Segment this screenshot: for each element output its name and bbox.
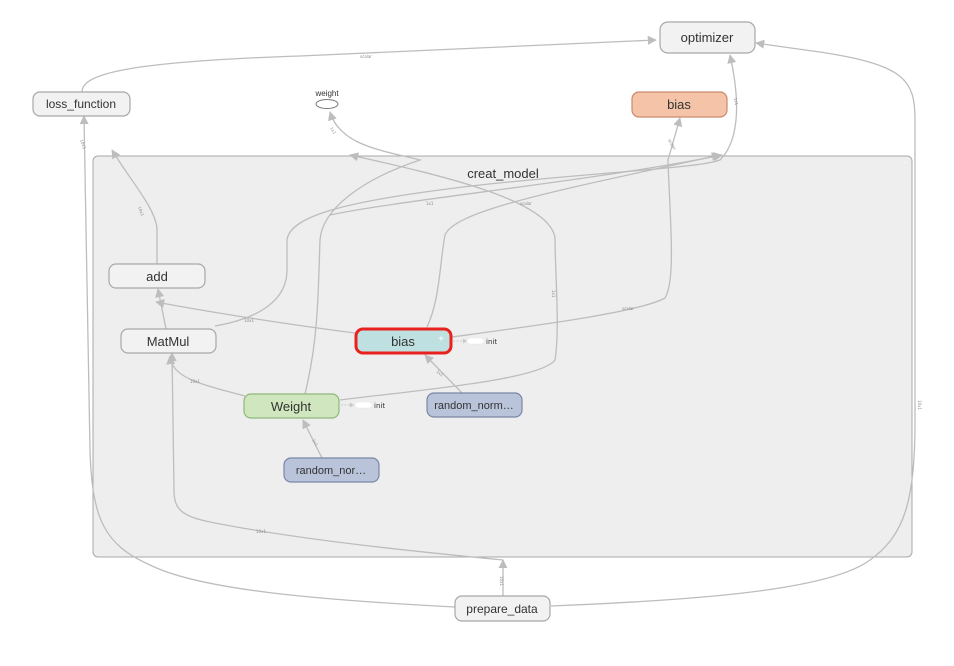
bias-init-reference[interactable]: init xyxy=(453,337,497,346)
svg-text:1x1: 1x1 xyxy=(311,438,319,447)
svg-text:scalar: scalar xyxy=(622,306,634,311)
edge-prepare-to-loss xyxy=(79,115,456,608)
node-random-norm-weight[interactable]: random_nor… xyxy=(283,457,380,483)
weight-summary-label: weight xyxy=(314,89,339,98)
node-optimizer[interactable]: optimizer xyxy=(659,21,756,54)
svg-text:10x1: 10x1 xyxy=(190,379,200,384)
edge-bias-to-optimizer xyxy=(426,152,721,328)
node-weight[interactable]: Weight xyxy=(243,393,340,419)
node-prepare-data[interactable]: prepare_data xyxy=(454,595,551,622)
edge-bias-to-add xyxy=(155,299,356,334)
weight-init-reference[interactable]: init xyxy=(341,401,385,410)
weight-init-label: init xyxy=(374,402,385,410)
bias-selected-label: bias xyxy=(391,334,415,349)
matmul-label: MatMul xyxy=(147,334,190,349)
bias-init-label: init xyxy=(486,338,497,346)
prepare-data-label: prepare_data xyxy=(466,602,538,616)
weight-label: Weight xyxy=(271,399,312,414)
svg-text:1x1: 1x1 xyxy=(435,369,444,378)
svg-text:1x1: 1x1 xyxy=(426,201,434,206)
edge-labels: scalar 10x1 10x1 10x1 10x1 1x1 1x1 1x1 s… xyxy=(79,54,922,586)
random-norm-weight-label: random_nor… xyxy=(296,465,366,477)
svg-text:10x1: 10x1 xyxy=(499,576,504,586)
svg-text:10x1: 10x1 xyxy=(256,529,266,534)
add-label: add xyxy=(146,269,168,284)
edge-matmul-to-optimizer xyxy=(214,54,738,327)
svg-text:10x1: 10x1 xyxy=(137,206,145,218)
random-norm-bias-label: random_norm… xyxy=(434,400,513,412)
svg-text:scalar: scalar xyxy=(520,201,532,206)
edge-prepare-to-optimizer xyxy=(550,39,916,607)
edge-prepare-to-matmul xyxy=(167,352,504,561)
edge-bias-to-biastop xyxy=(451,117,683,338)
svg-text:10x1: 10x1 xyxy=(79,139,87,151)
scope-title: creat_model xyxy=(467,166,539,181)
node-bias-top[interactable]: bias xyxy=(631,91,728,118)
edge-weight-to-summary xyxy=(304,111,423,395)
edge-random-to-weight xyxy=(302,419,323,459)
edge-loss-to-optimizer xyxy=(81,35,657,93)
svg-text:scalar: scalar xyxy=(360,54,372,59)
loss-function-label: loss_function xyxy=(46,97,116,111)
svg-text:10x1: 10x1 xyxy=(917,400,922,410)
edge-weight-to-matmul xyxy=(166,355,246,397)
node-bias-selected[interactable]: bias + xyxy=(354,327,453,355)
edge-random-to-bias xyxy=(424,354,463,394)
node-random-norm-bias[interactable]: random_norm… xyxy=(426,392,523,418)
node-weight-summary[interactable]: weight xyxy=(314,89,339,109)
edge-add-to-loss xyxy=(111,149,158,264)
scope-creat-model[interactable]: creat_model − xyxy=(92,155,913,558)
node-matmul[interactable]: MatMul xyxy=(120,328,217,354)
bias-top-label: bias xyxy=(667,97,691,112)
expand-plus-icon[interactable]: + xyxy=(438,334,444,345)
node-loss-function[interactable]: loss_function xyxy=(32,91,131,117)
svg-text:1x1: 1x1 xyxy=(733,97,739,106)
scope-collapse-icon[interactable]: − xyxy=(903,160,907,167)
svg-text:scalar: scalar xyxy=(667,138,677,151)
svg-text:1x1: 1x1 xyxy=(551,290,556,298)
edge-matmul-to-add xyxy=(155,288,167,330)
svg-text:10x1: 10x1 xyxy=(244,318,254,323)
edge-scope-to-optimizer xyxy=(329,152,723,216)
edge-weight-to-optimizer xyxy=(339,152,558,401)
node-add[interactable]: add xyxy=(108,263,206,289)
optimizer-label: optimizer xyxy=(681,30,734,45)
edges xyxy=(79,35,916,608)
svg-text:1x1: 1x1 xyxy=(329,126,337,135)
